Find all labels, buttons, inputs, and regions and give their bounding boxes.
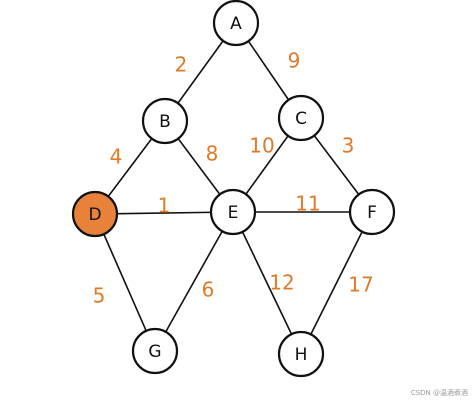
node-label-g: G (148, 342, 161, 362)
weight-label-e-g: 6 (202, 278, 215, 302)
node-circle-d (71, 190, 119, 238)
node-label-d: D (88, 205, 101, 225)
node-label-c: C (295, 109, 307, 129)
edge-e-h (232, 211, 302, 355)
weight-label-e-h: 12 (269, 271, 294, 295)
node-b: B (141, 97, 189, 145)
node-circle-c (277, 94, 325, 142)
weight-label-e-f: 11 (295, 192, 320, 216)
weight-label-a-b: 2 (175, 53, 188, 77)
node-f: F (348, 188, 396, 236)
node-c: C (277, 94, 325, 142)
weight-label-d-g: 5 (93, 284, 106, 308)
node-circle-g (131, 327, 179, 375)
node-circle-b (141, 97, 189, 145)
edge-f-h (300, 211, 373, 355)
node-label-b: B (159, 112, 171, 132)
node-a: A (212, 0, 260, 47)
weight-label-c-f: 3 (342, 134, 355, 158)
edge-e-g (154, 211, 234, 352)
node-label-h: H (295, 345, 308, 365)
node-label-e: E (228, 203, 239, 223)
weight-label-d-e: 1 (158, 194, 171, 218)
weight-label-a-c: 9 (288, 49, 301, 73)
graph-edges (94, 22, 373, 355)
weight-label-f-h: 17 (348, 273, 373, 297)
node-circle-h (277, 330, 325, 378)
node-circle-e (209, 188, 257, 236)
watermark: CSDN @温酒煮酒 (410, 389, 468, 397)
node-circle-a (212, 0, 260, 47)
weight-label-b-e: 8 (206, 142, 219, 166)
node-h: H (277, 330, 325, 378)
node-label-f: F (367, 203, 377, 223)
weight-label-c-e: 10 (249, 134, 274, 158)
node-circle-f (348, 188, 396, 236)
edge-d-g (94, 213, 156, 352)
node-e: E (209, 188, 257, 236)
graph-nodes: A B C D E F G H (71, 0, 396, 378)
node-d: D (71, 190, 119, 238)
node-g: G (131, 327, 179, 375)
weight-label-b-d: 4 (110, 145, 123, 169)
node-label-a: A (230, 14, 242, 34)
